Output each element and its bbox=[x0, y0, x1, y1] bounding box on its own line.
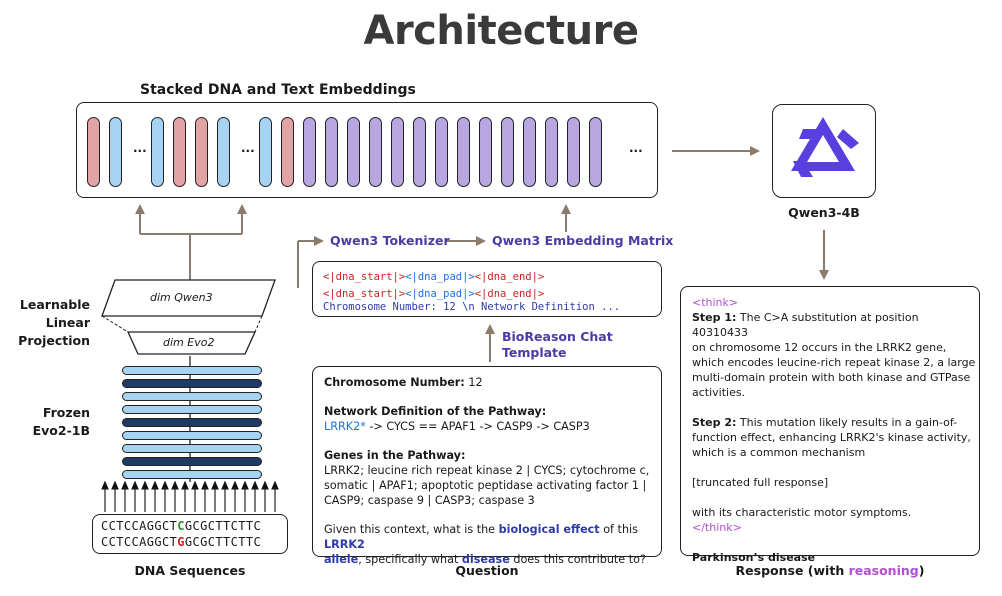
chat-template-label: BioReason Chat Template bbox=[502, 329, 613, 360]
dna-sequence-1: CCTCCAGGCTCGCGCTTCTTC bbox=[101, 519, 262, 533]
dna-embedding-red bbox=[173, 117, 186, 187]
dna-embedding-red bbox=[281, 117, 294, 187]
evo2-layer bbox=[122, 431, 262, 440]
ellipsis: ... bbox=[133, 141, 147, 155]
dna-embedding-blue bbox=[109, 117, 122, 187]
token-text-line: Chromosome Number: 12 \n Network Definit… bbox=[323, 301, 621, 313]
genes-label: Genes in the Pathway: bbox=[324, 449, 466, 462]
evo2-layer bbox=[122, 405, 262, 414]
embeddings-box: ... ... ... bbox=[76, 102, 658, 198]
text-embedding bbox=[369, 117, 382, 187]
question-text: Chromosome Number: 12 Network Definition… bbox=[324, 375, 656, 567]
final-answer: Parkinson’s disease bbox=[692, 551, 816, 564]
text-embedding bbox=[457, 117, 470, 187]
embedding-matrix-label: Qwen3 Embedding Matrix bbox=[492, 233, 674, 248]
text-embedding bbox=[435, 117, 448, 187]
response-box: <think> Step 1: The C>A substitution at … bbox=[680, 286, 980, 564]
qwen-logo-icon bbox=[791, 117, 859, 177]
evo2-layer bbox=[122, 444, 262, 453]
evo2-layer bbox=[122, 418, 262, 427]
text-embedding bbox=[391, 117, 404, 187]
text-embedding bbox=[325, 117, 338, 187]
truncated-note: [truncated full response] bbox=[692, 476, 829, 489]
text-embedding bbox=[303, 117, 316, 187]
ellipsis: ... bbox=[629, 141, 643, 155]
question-prompt: Given this context, what is the biologic… bbox=[324, 523, 638, 551]
dna-start-token: <|dna_start|> bbox=[323, 271, 406, 283]
text-embedding bbox=[567, 117, 580, 187]
evo2-layer bbox=[122, 366, 262, 375]
embeddings-label: Stacked DNA and Text Embeddings bbox=[140, 82, 416, 98]
projection-label: Learnable Linear Projection bbox=[18, 297, 90, 348]
special-tokens: <|dna_start|><|dna_pad|><|dna_end|> bbox=[323, 271, 544, 283]
tokenizer-label: Qwen3 Tokenizer bbox=[330, 233, 450, 248]
think-close-tag: </think> bbox=[692, 521, 742, 534]
response-text: <think> Step 1: The C>A substitution at … bbox=[692, 296, 976, 564]
evo2-label: Frozen Evo2-1B bbox=[32, 405, 90, 438]
question-caption: Question bbox=[455, 563, 519, 578]
dna-embedding-red bbox=[87, 117, 100, 187]
evo2-layer bbox=[122, 457, 262, 466]
network-label: Network Definition of the Pathway: bbox=[324, 405, 547, 418]
dna-embedding-red bbox=[195, 117, 208, 187]
dna-sequences-box: CCTCCAGGCTCGCGCTTCTTC CCTCCAGGCTGGCGCTTC… bbox=[92, 514, 288, 554]
ellipsis: ... bbox=[241, 141, 255, 155]
dna-caption: DNA Sequences bbox=[134, 563, 246, 578]
projection-dim-qwen: dim Qwen3 bbox=[150, 291, 213, 304]
dna-embedding-blue bbox=[151, 117, 164, 187]
page-title: Architecture bbox=[363, 8, 640, 54]
special-tokens-pad: <|dna_start|><|dna_pad|><|dna_end|> bbox=[323, 288, 545, 300]
text-embedding bbox=[501, 117, 514, 187]
projection-dim-evo2: dim Evo2 bbox=[163, 336, 215, 349]
evo2-layer bbox=[122, 379, 262, 388]
question-box: Chromosome Number: 12 Network Definition… bbox=[312, 366, 662, 566]
dna-embedding-blue bbox=[259, 117, 272, 187]
text-embedding bbox=[413, 117, 426, 187]
dna-end-token: <|dna_end|> bbox=[474, 271, 545, 283]
qwen-model-box bbox=[772, 104, 876, 198]
response-caption: Response (with reasoning) bbox=[735, 563, 925, 578]
evo2-layer bbox=[122, 392, 262, 401]
qwen-model-label: Qwen3-4B bbox=[788, 205, 860, 220]
think-open-tag: <think> bbox=[692, 296, 739, 309]
projection-evo2-shape bbox=[126, 331, 257, 355]
dna-pad-token: <|dna_pad|> bbox=[405, 271, 475, 283]
text-embedding bbox=[545, 117, 558, 187]
text-embedding bbox=[347, 117, 360, 187]
evo2-layer bbox=[122, 470, 262, 479]
dna-sequence-2: CCTCCAGGCTGGCGCTTCTTC bbox=[101, 535, 262, 549]
text-embedding bbox=[523, 117, 536, 187]
chromosome-line: Chromosome Number: 12 bbox=[324, 376, 483, 389]
text-embedding bbox=[479, 117, 492, 187]
text-embedding bbox=[589, 117, 602, 187]
token-box: <|dna_start|><|dna_pad|><|dna_end|> <|dn… bbox=[312, 261, 662, 317]
dna-embedding-blue bbox=[217, 117, 230, 187]
network-line: LRRK2* -> CYCS == APAF1 -> CASP9 -> CASP… bbox=[324, 420, 590, 433]
